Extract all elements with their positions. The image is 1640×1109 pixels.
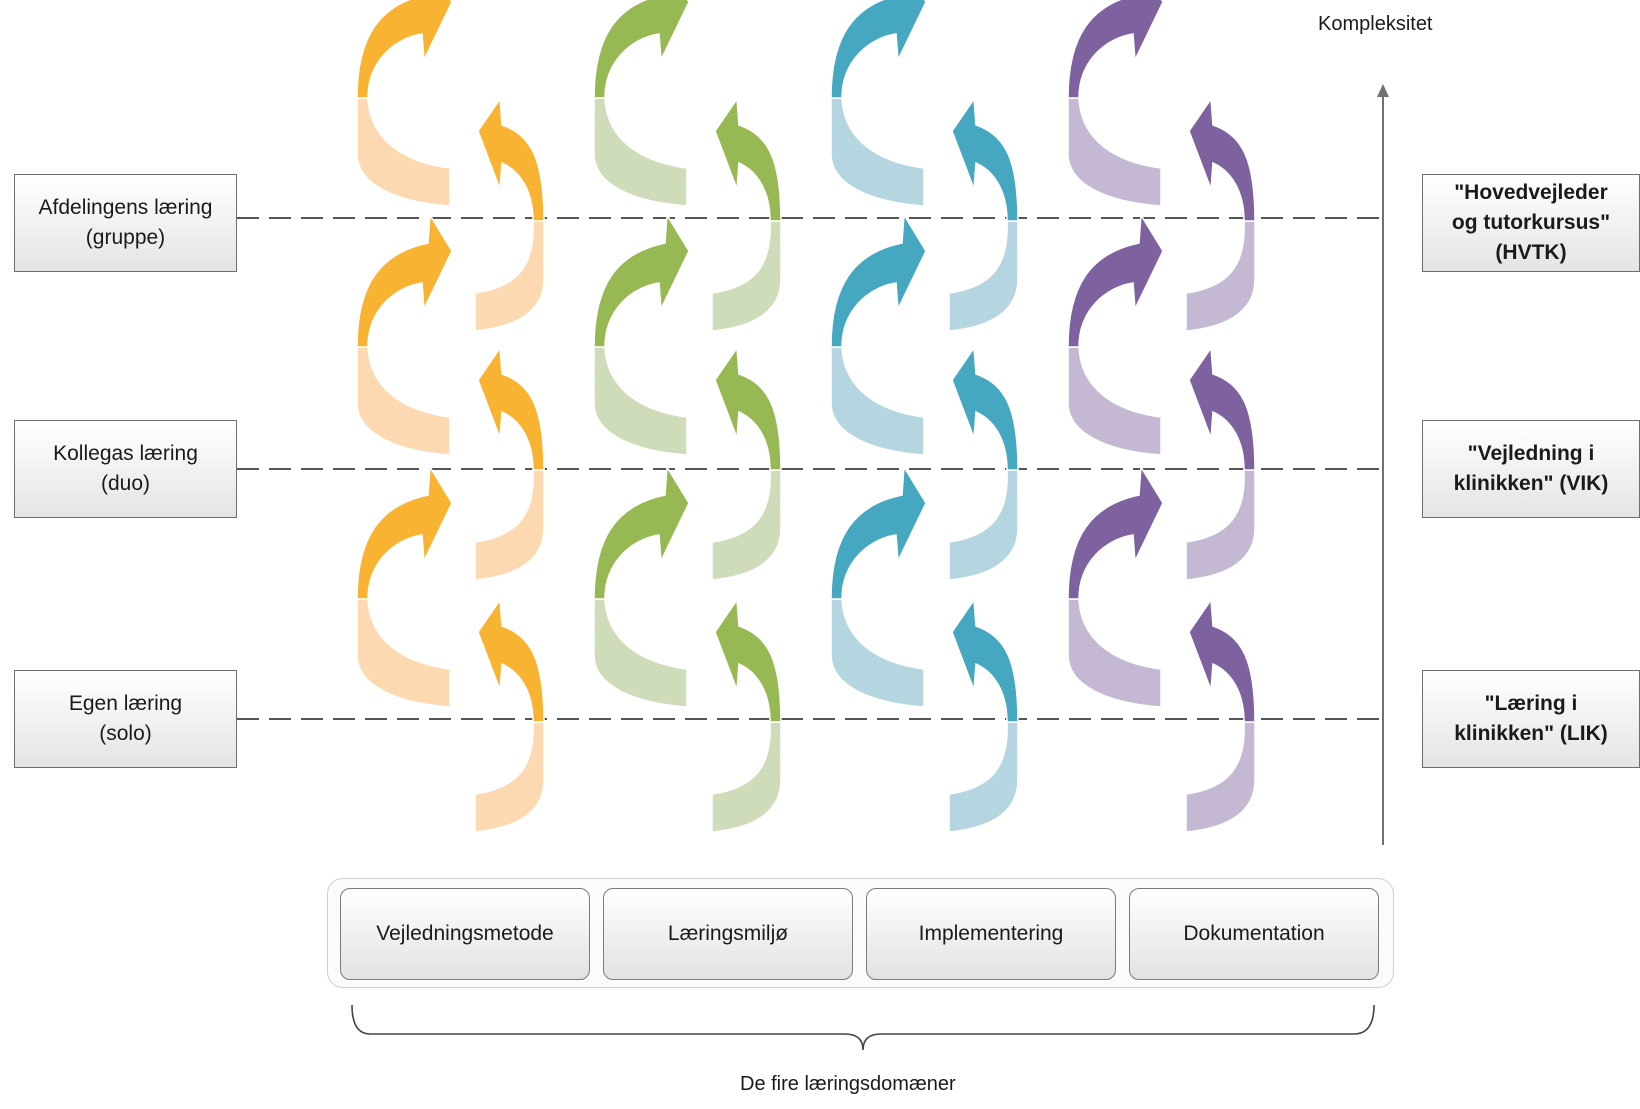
spiral-arrow-right-2-2-tail [711,469,782,581]
spiral-arrow-left-2-3-head [593,0,690,99]
spiral-arrow-left-3-2-head [830,212,927,348]
level-box-group: Afdelingens læring (gruppe) [14,174,237,272]
spiral-arrow-left-2-3-tail [593,97,688,207]
spiral-arrow-left-1-1-head [356,464,453,600]
spiral-arrow-right-2-3 [711,96,782,332]
spiral-arrow-right-3-1-tail [948,721,1019,833]
spiral-arrow-left-3-3 [830,0,927,207]
spiral-arrow-right-3-3 [948,96,1019,332]
spiral-arrow-right-1-3-tail [474,220,545,332]
spiral-arrow-left-1-2-head [356,212,453,348]
spiral-column-3 [830,0,1019,833]
spiral-arrow-left-4-1-head [1067,464,1164,600]
spiral-arrow-left-4-2-tail [1067,346,1162,456]
spiral-arrow-left-4-3 [1067,0,1164,207]
complexity-axis [1377,84,1389,845]
spiral-arrow-left-3-1-head [830,464,927,600]
spiral-arrow-left-3-3-tail [830,97,925,207]
domains-brace [351,1004,1375,1051]
spiral-arrow-right-3-1 [948,597,1019,833]
spiral-arrow-right-2-1-tail [711,721,782,833]
spiral-arrow-left-2-1-head [593,464,690,600]
domain-button-laeringsmiljoe[interactable]: Læringsmiljø [603,888,853,980]
spiral-arrow-right-2-2 [711,345,782,581]
axis-label: Kompleksitet [1318,13,1433,35]
spiral-arrow-right-4-3 [1185,96,1256,332]
spiral-arrow-right-4-1-head [1188,597,1256,723]
spiral-arrow-right-4-1-tail [1185,721,1256,833]
spiral-arrow-right-1-2-tail [474,469,545,581]
domain-button-vejledningsmetode[interactable]: Vejledningsmetode [340,888,590,980]
spiral-arrow-left-2-2-head [593,212,690,348]
spiral-arrow-right-3-3-tail [948,220,1019,332]
spiral-arrow-left-1-2-tail [356,346,451,456]
spiral-arrow-left-4-1-tail [1067,598,1162,708]
spiral-arrow-right-2-3-tail [711,220,782,332]
spiral-arrow-left-1-3 [356,0,453,207]
spiral-arrow-right-2-2-head [714,345,782,471]
course-box-vik: "Vejledning i klinikken" (VIK) [1422,420,1640,518]
spiral-arrow-left-2-1 [593,464,690,708]
spiral-arrow-right-2-3-head [714,96,782,222]
spiral-arrow-left-2-1-tail [593,598,688,708]
spiral-arrow-left-4-2 [1067,212,1164,456]
spiral-arrow-left-3-3-head [830,0,927,99]
spiral-arrow-left-4-3-tail [1067,97,1162,207]
spiral-arrow-right-1-3 [474,96,545,332]
spiral-arrow-left-4-1 [1067,464,1164,708]
spiral-arrow-right-1-1-head [477,597,545,723]
spiral-arrow-left-1-1 [356,464,453,708]
spiral-arrow-left-1-2 [356,212,453,456]
spiral-arrow-right-3-3-head [951,96,1019,222]
domains-caption: De fire læringsdomæner [740,1073,956,1095]
spiral-arrow-left-3-2 [830,212,927,456]
spiral-arrow-left-2-3 [593,0,690,207]
spiral-arrow-right-4-2-tail [1185,469,1256,581]
spiral-arrow-right-2-1 [711,597,782,833]
spiral-arrow-right-1-1-tail [474,721,545,833]
spiral-arrow-right-3-2-tail [948,469,1019,581]
spiral-arrow-right-3-2-head [951,345,1019,471]
spiral-arrow-right-4-2-head [1188,345,1256,471]
spiral-column-1 [356,0,545,833]
spiral-arrow-right-3-2 [948,345,1019,581]
level-box-duo: Kollegas læring (duo) [14,420,237,518]
spiral-arrow-left-3-2-tail [830,346,925,456]
spiral-arrows [356,0,1256,833]
spiral-arrow-right-4-3-tail [1185,220,1256,332]
spiral-arrow-right-1-1 [474,597,545,833]
spiral-arrow-right-2-1-head [714,597,782,723]
spiral-arrow-left-3-1 [830,464,927,708]
axis-arrowhead [1377,84,1389,97]
course-box-hvtk: "Hovedvejleder og tutorkursus" (HVTK) [1422,174,1640,272]
spiral-arrow-right-4-3-head [1188,96,1256,222]
spiral-arrow-left-4-3-head [1067,0,1164,99]
course-box-lik: "Læring i klinikken" (LIK) [1422,670,1640,768]
spiral-arrow-left-1-3-tail [356,97,451,207]
spiral-arrow-left-4-2-head [1067,212,1164,348]
spiral-arrow-left-1-1-tail [356,598,451,708]
domain-button-dokumentation[interactable]: Dokumentation [1129,888,1379,980]
spiral-column-4 [1067,0,1256,833]
spiral-arrow-left-2-2 [593,212,690,456]
spiral-arrow-right-4-1 [1185,597,1256,833]
spiral-arrow-left-1-3-head [356,0,453,99]
domain-button-implementering[interactable]: Implementering [866,888,1116,980]
spiral-column-2 [593,0,782,833]
spiral-arrow-right-3-1-head [951,597,1019,723]
spiral-arrow-right-4-2 [1185,345,1256,581]
spiral-arrow-left-3-1-tail [830,598,925,708]
spiral-arrow-right-1-2-head [477,345,545,471]
spiral-arrow-right-1-2 [474,345,545,581]
spiral-arrow-left-2-2-tail [593,346,688,456]
level-box-solo: Egen læring (solo) [14,670,237,768]
spiral-arrow-right-1-3-head [477,96,545,222]
